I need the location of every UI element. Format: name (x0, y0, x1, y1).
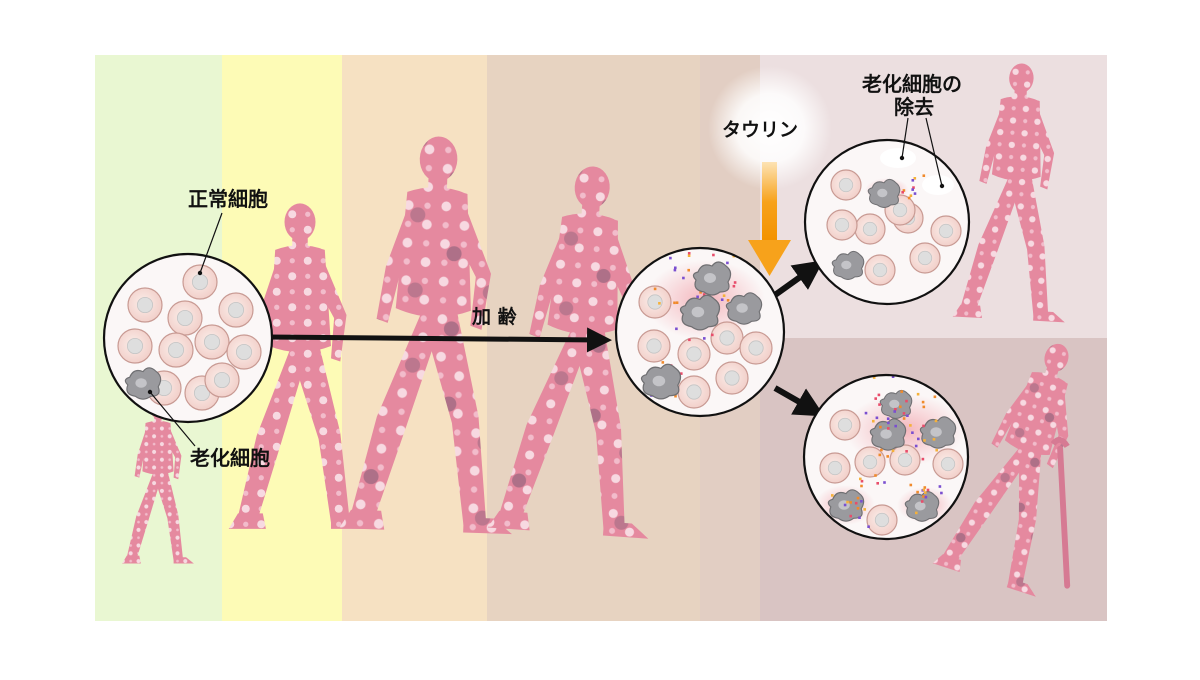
normal-cell (182, 264, 218, 300)
normal-cell (715, 361, 749, 395)
tissue-young (102, 252, 274, 424)
normal-cell (819, 452, 851, 484)
senescent-cell (879, 389, 913, 419)
human-figures (122, 63, 1071, 597)
removal-leader-1 (901, 117, 909, 159)
flow-arrows (267, 66, 832, 417)
normal-cell (930, 215, 962, 247)
taurine-arrow-head (748, 240, 791, 276)
normal-cell (677, 337, 711, 371)
label-senescent-removal-line2: 除去 (894, 95, 934, 119)
normal-cell (218, 292, 254, 328)
normal-cell (854, 213, 886, 245)
tissue-after-taurine (803, 138, 971, 306)
normal-cell (158, 332, 194, 368)
normal-cell (637, 329, 671, 363)
senescent-cell (725, 292, 763, 325)
figure-child (228, 203, 372, 529)
sasp-particles (909, 483, 943, 515)
cleared-space (922, 175, 954, 195)
normal-cell (677, 375, 711, 409)
label-senescent-removal-line1: 老化細胞の (862, 72, 962, 96)
figure-adult (487, 166, 649, 539)
senescent-cell (640, 363, 682, 400)
senescent-cell-leader (149, 391, 196, 447)
normal-cell (117, 328, 153, 364)
senescent-cell (867, 178, 901, 208)
normal-cell-leader-dot (197, 270, 203, 276)
cell-circles (102, 117, 971, 541)
tissue-untreated-aging (802, 373, 970, 541)
aging-arrow (267, 327, 612, 353)
removal-leader-dot-1 (899, 155, 905, 161)
sasp-particles (901, 174, 926, 200)
circle-contents (637, 248, 773, 409)
senescent-cell (679, 294, 721, 331)
normal-cell (204, 362, 240, 398)
normal-cell (739, 331, 773, 365)
label-taurine: タウリン (722, 119, 799, 141)
label-normal-cell: 正常細胞 (188, 187, 268, 211)
senescent-cell (919, 416, 957, 449)
normal-cell (866, 504, 898, 536)
normal-cell (889, 444, 921, 476)
taurine-arrow-shaft (762, 162, 777, 242)
normal-cell (167, 300, 203, 336)
normal-cell (226, 334, 262, 370)
normal-cell (864, 254, 896, 286)
normal-cell-leader (199, 212, 223, 274)
figure-healthy-elder (952, 63, 1065, 323)
normal-cell (194, 324, 230, 360)
normal-cell (932, 448, 964, 480)
figure-frail-elder (932, 343, 1071, 597)
branch-arrow-unhealthy (773, 385, 825, 417)
normal-cell (638, 285, 672, 319)
label-senescent-cell: 老化細胞 (190, 446, 270, 470)
removal-leader-2 (925, 117, 943, 187)
circle-outline (802, 373, 970, 541)
branch-arrow-healthy (773, 260, 824, 298)
normal-cell (829, 409, 861, 441)
figure-young-adult (339, 136, 512, 535)
normal-cell (830, 169, 862, 201)
senescent-cell (692, 261, 732, 296)
label-aging: 加 齢 (472, 306, 517, 328)
circle-outline (614, 246, 786, 418)
normal-cell (854, 446, 886, 478)
sasp-particles (831, 474, 886, 528)
cleared-space (880, 148, 916, 168)
senescent-cell (831, 250, 865, 280)
circle-contents (117, 264, 262, 411)
circle-contents (815, 375, 965, 536)
taurine-glow (708, 66, 832, 190)
tissue-aged (614, 246, 786, 418)
normal-cell (909, 242, 941, 274)
removal-leader-dot-2 (939, 183, 945, 189)
sasp-particles (864, 375, 938, 461)
circle-outline (102, 252, 274, 424)
normal-cell (826, 209, 858, 241)
senescent-cell (904, 491, 940, 522)
normal-cell (710, 321, 744, 355)
senescent-cell-leader-dot (147, 389, 153, 395)
circle-outline (803, 138, 971, 306)
normal-cell (127, 287, 163, 323)
circle-contents (826, 148, 962, 286)
